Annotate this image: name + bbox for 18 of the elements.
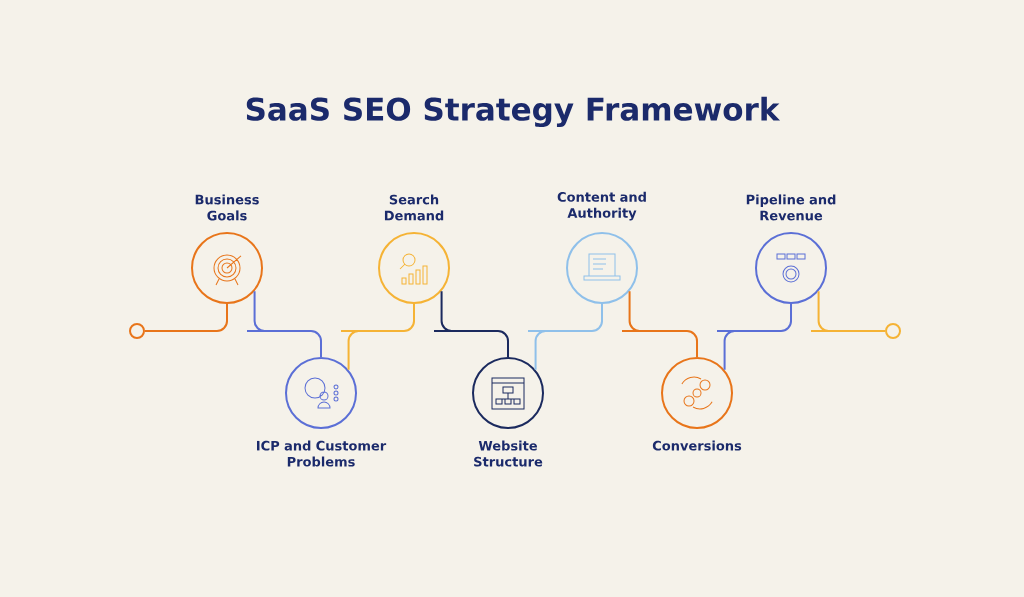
node-label: Pipeline and Revenue — [746, 194, 836, 221]
node-label: Conversions — [652, 440, 742, 451]
node-label: Website Structure — [474, 440, 543, 467]
node-label: Business Goals — [195, 194, 259, 221]
node-label: ICP and Customer Problems — [257, 440, 387, 467]
title: SaaS SEO Strategy Framework — [246, 96, 781, 128]
connector — [621, 290, 698, 358]
connector — [340, 303, 415, 371]
connector — [246, 290, 322, 358]
end-dot — [885, 323, 901, 339]
connector — [433, 290, 509, 358]
end-dot — [129, 323, 145, 339]
node-label: Content and Authority — [557, 191, 646, 221]
connector — [716, 303, 792, 371]
connector — [810, 290, 886, 332]
connector — [527, 303, 603, 371]
connector — [144, 303, 228, 332]
node-label: Search Demand — [384, 194, 444, 221]
